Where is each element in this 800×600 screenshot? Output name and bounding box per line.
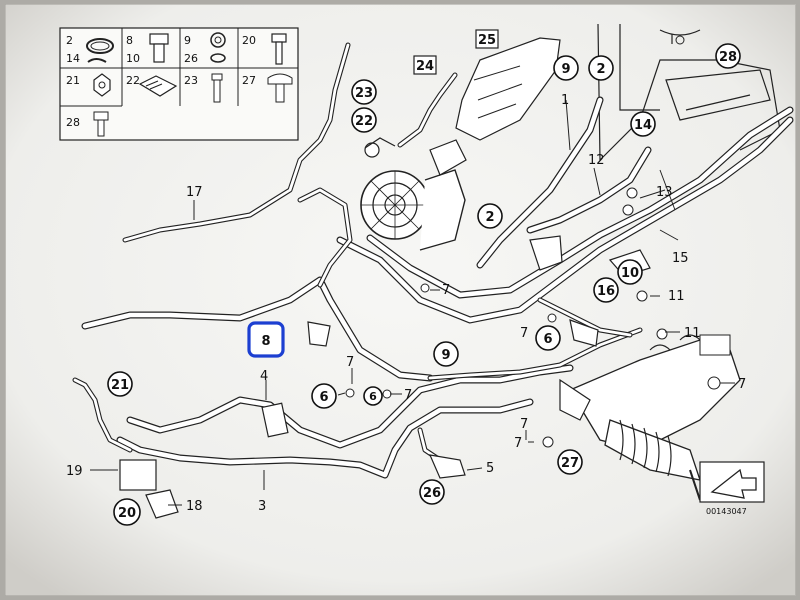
svg-text:8: 8 xyxy=(261,334,270,349)
svg-text:3: 3 xyxy=(258,499,266,514)
callout-2-mid[interactable]: 2 xyxy=(477,203,503,229)
svg-text:16: 16 xyxy=(597,284,615,299)
svg-text:6: 6 xyxy=(319,390,328,405)
orientation-box: 00143047 xyxy=(699,461,765,516)
legend-label: 26 xyxy=(184,52,198,65)
svg-text:5: 5 xyxy=(486,461,494,476)
svg-text:28: 28 xyxy=(719,50,737,65)
svg-text:9: 9 xyxy=(441,348,450,363)
svg-text:10: 10 xyxy=(621,266,639,281)
legend-label: 21 xyxy=(66,74,80,87)
svg-text:23: 23 xyxy=(355,86,373,101)
leader-lines xyxy=(90,99,735,506)
callout-14[interactable]: 14 xyxy=(630,111,656,137)
svg-text:26: 26 xyxy=(423,486,441,501)
nut-icon xyxy=(93,73,111,97)
callout-16[interactable]: 16 xyxy=(593,277,619,303)
power-steering-pump xyxy=(360,137,467,251)
legend-label: 9 xyxy=(184,34,191,47)
svg-text:11: 11 xyxy=(668,289,685,304)
svg-text:24: 24 xyxy=(416,59,434,74)
washer-icon xyxy=(210,32,226,63)
svg-text:18: 18 xyxy=(186,499,203,514)
legend-label: 10 xyxy=(126,52,140,65)
callout-25[interactable]: 25 xyxy=(475,29,499,49)
body-bracket xyxy=(597,23,781,162)
bolt-icon xyxy=(271,33,287,65)
cap-bolt-icon xyxy=(267,73,293,103)
callout-22[interactable]: 22 xyxy=(351,107,377,133)
svg-text:4: 4 xyxy=(260,369,268,384)
svg-text:2: 2 xyxy=(596,62,605,77)
callout-26[interactable]: 26 xyxy=(419,479,445,505)
svg-text:7: 7 xyxy=(514,436,522,451)
svg-text:15: 15 xyxy=(672,251,689,266)
svg-text:11: 11 xyxy=(684,326,701,341)
callout-6-a[interactable]: 6 xyxy=(311,383,337,409)
callout-21[interactable]: 21 xyxy=(107,371,133,397)
legend-label: 8 xyxy=(126,34,133,47)
callout-6-b[interactable]: 6 xyxy=(363,386,383,406)
legend-label: 2 xyxy=(66,34,73,47)
screw-icon xyxy=(211,73,223,103)
svg-text:7: 7 xyxy=(404,388,412,403)
legend-label: 20 xyxy=(242,34,256,47)
callouts: 23 22 24 25 9 2 xyxy=(107,29,741,526)
selected-part-8[interactable]: 8 xyxy=(247,321,285,358)
svg-text:19: 19 xyxy=(66,464,83,479)
hex-bolt-icon xyxy=(93,111,109,137)
heat-shield xyxy=(455,37,561,141)
legend-label: 14 xyxy=(66,52,80,65)
callout-9-top[interactable]: 9 xyxy=(553,55,579,81)
grommet-icon xyxy=(138,75,178,97)
banjo-bolt-icon xyxy=(149,33,169,63)
plain-labels: 17 1 12 13 15 7 11 11 7 7 7 7 7 4 19 18 … xyxy=(66,93,746,514)
callout-24[interactable]: 24 xyxy=(413,55,437,75)
legend-label: 28 xyxy=(66,116,80,129)
callout-23[interactable]: 23 xyxy=(351,79,377,105)
callout-27[interactable]: 27 xyxy=(557,449,583,475)
svg-text:21: 21 xyxy=(111,378,129,393)
callout-9-mid[interactable]: 9 xyxy=(433,341,459,367)
svg-text:22: 22 xyxy=(355,114,373,129)
svg-text:12: 12 xyxy=(588,153,605,168)
small-parts xyxy=(119,187,721,519)
clip-icon xyxy=(87,58,107,63)
callout-2-top[interactable]: 2 xyxy=(588,55,614,81)
direction-arrow-icon xyxy=(710,468,757,499)
svg-text:7: 7 xyxy=(738,377,746,392)
legend-label: 27 xyxy=(242,74,256,87)
legend-grid: 2 14 8 10 9 26 xyxy=(59,27,299,141)
svg-text:7: 7 xyxy=(346,355,354,370)
steering-rack xyxy=(559,334,741,501)
svg-text:6: 6 xyxy=(543,332,552,347)
svg-text:2: 2 xyxy=(485,210,494,225)
legend-label: 22 xyxy=(126,74,140,87)
svg-text:9: 9 xyxy=(561,62,570,77)
svg-text:6: 6 xyxy=(369,390,377,403)
legend-label: 23 xyxy=(184,74,198,87)
catalog-number: 00143047 xyxy=(706,507,747,516)
svg-text:25: 25 xyxy=(478,33,496,48)
svg-text:20: 20 xyxy=(118,506,136,521)
svg-text:13: 13 xyxy=(656,185,673,200)
callout-20[interactable]: 20 xyxy=(113,498,141,526)
hose-clamp-icon xyxy=(86,38,114,54)
svg-text:7: 7 xyxy=(520,326,528,341)
callout-6-right[interactable]: 6 xyxy=(535,325,561,351)
svg-text:7: 7 xyxy=(442,283,450,298)
svg-text:14: 14 xyxy=(634,118,652,133)
svg-text:27: 27 xyxy=(561,456,579,471)
svg-text:17: 17 xyxy=(186,185,203,200)
svg-text:1: 1 xyxy=(561,93,569,108)
svg-text:7: 7 xyxy=(520,417,528,432)
callout-10[interactable]: 10 xyxy=(617,259,643,285)
callout-28[interactable]: 28 xyxy=(715,43,741,69)
